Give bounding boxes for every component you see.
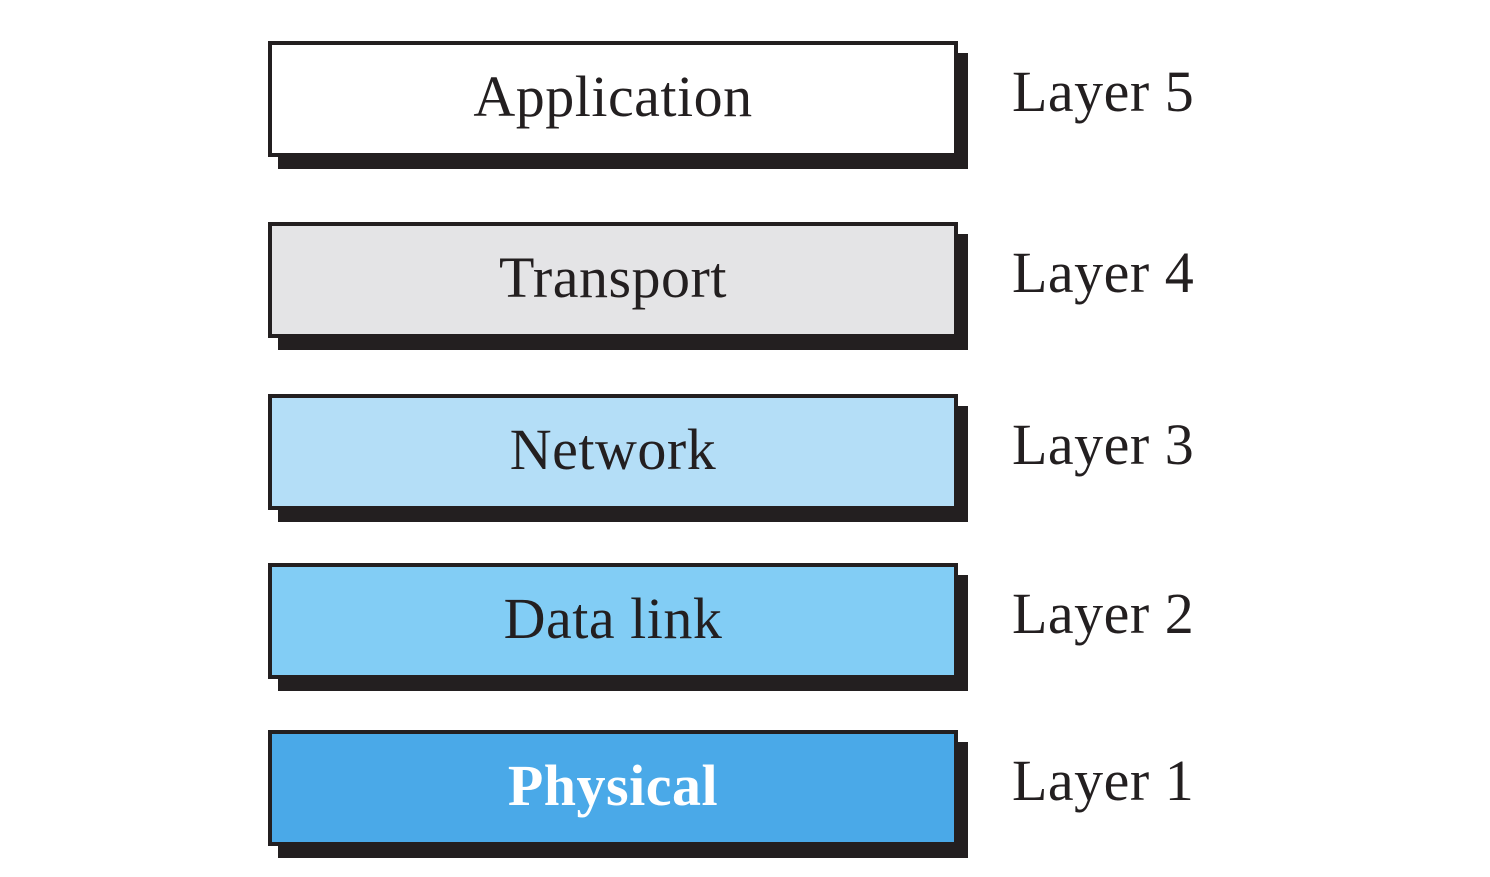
layer-box-data-link[interactable]: Data link bbox=[268, 563, 958, 679]
layer-name: Application bbox=[473, 64, 753, 129]
layer-name: Transport bbox=[499, 245, 727, 310]
layer-name: Network bbox=[509, 417, 717, 482]
layer-number-label: Layer 4 bbox=[1012, 240, 1195, 305]
layer-number-label: Layer 1 bbox=[1012, 748, 1195, 813]
layer-box-application[interactable]: Application bbox=[268, 41, 958, 157]
layer-box-transport[interactable]: Transport bbox=[268, 222, 958, 338]
layer-number-label: Layer 2 bbox=[1012, 581, 1195, 646]
layer-number-label: Layer 3 bbox=[1012, 412, 1195, 477]
layer-box-physical[interactable]: Physical bbox=[268, 730, 958, 846]
layer-box-network[interactable]: Network bbox=[268, 394, 958, 510]
layer-name: Physical bbox=[507, 753, 719, 818]
layer-number-label: Layer 5 bbox=[1012, 59, 1195, 124]
layer-name: Data link bbox=[503, 586, 723, 651]
